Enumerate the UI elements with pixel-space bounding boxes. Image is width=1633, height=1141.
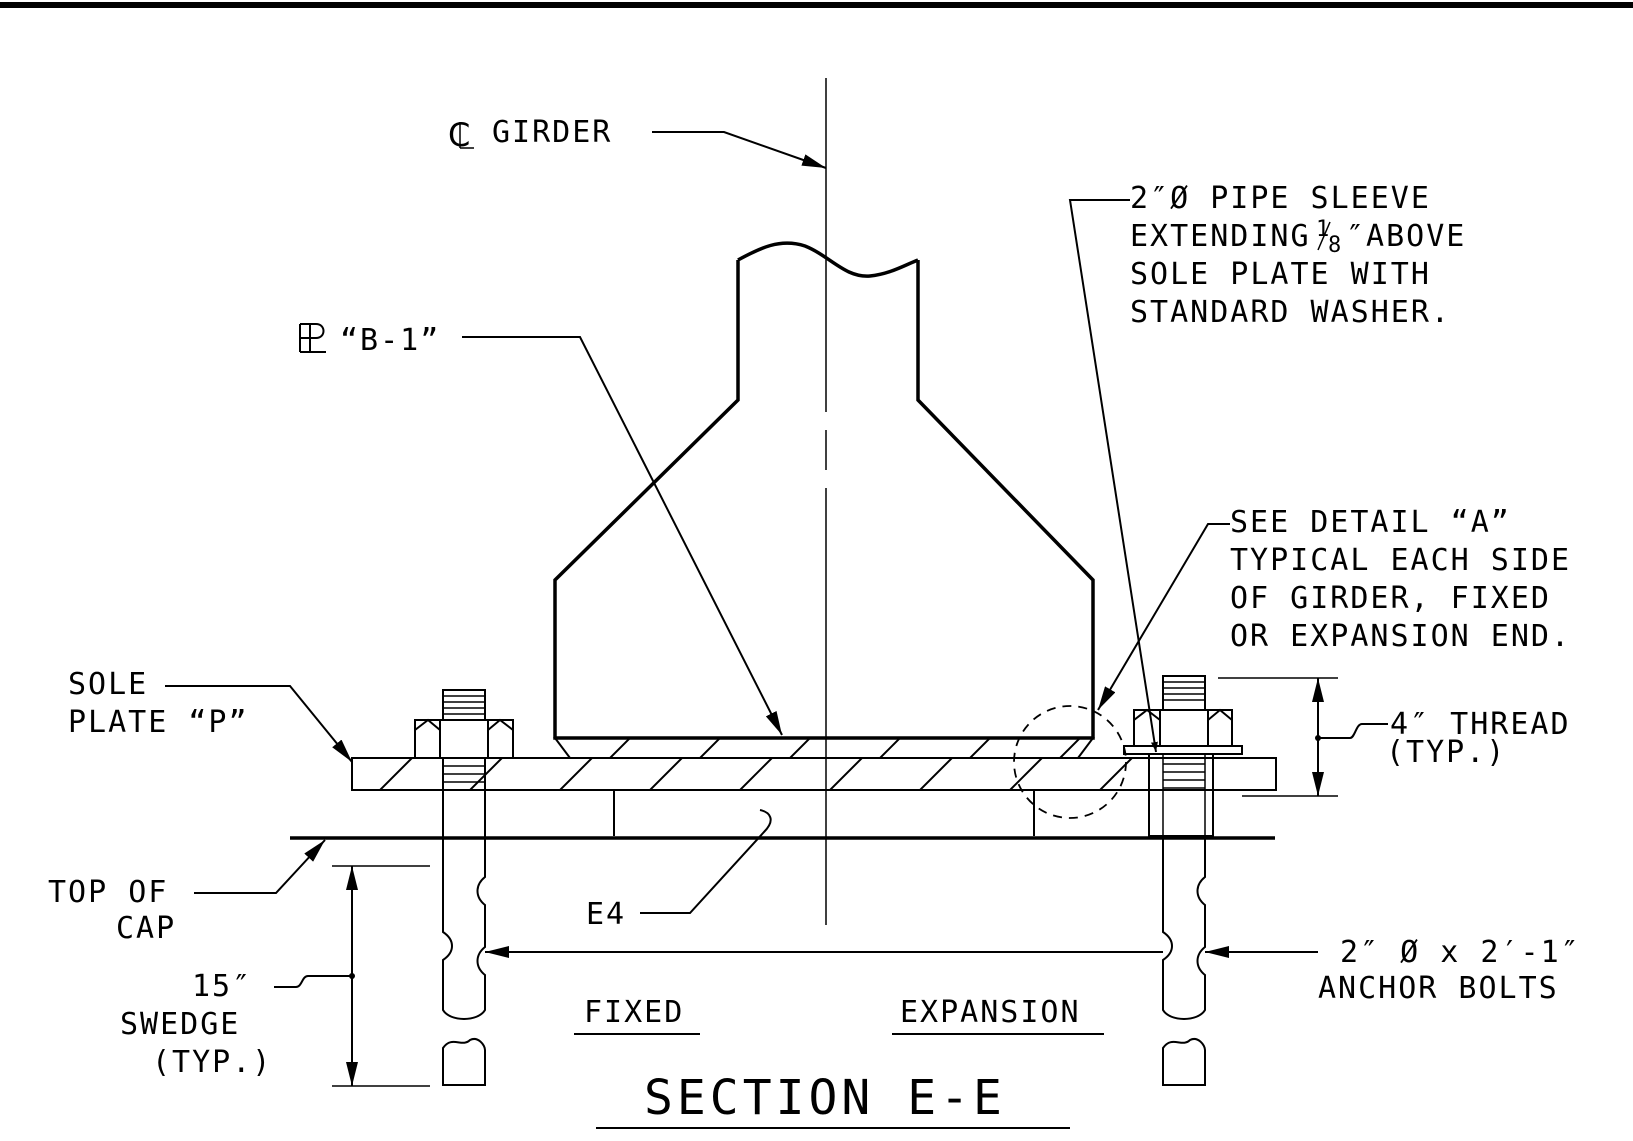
plate-symbol [299,323,326,353]
section-title: SECTION E-E [596,1070,1070,1129]
svg-text:CAP: CAP [116,911,176,946]
e4-leader [640,809,772,914]
anchor-bolt-left [414,689,514,1086]
svg-text:SECTION E-E: SECTION E-E [644,1070,1006,1126]
bearing-pad [613,790,1035,836]
svg-text:C: C [448,116,472,154]
svg-text:OR EXPANSION END.: OR EXPANSION END. [1230,619,1571,654]
detail-a-leader [1097,523,1230,711]
thread-dimension [1218,677,1388,797]
svg-text:EXPANSION: EXPANSION [900,995,1081,1030]
svg-text:1: 1 [1316,217,1331,242]
plate-b1-label: “B-1” [340,323,440,358]
svg-text:PLATE “P”: PLATE “P” [68,705,249,740]
svg-text:SOLE: SOLE [68,667,148,702]
top-of-cap-note: TOP OF CAP [48,875,176,946]
thread-note: 4″ THREAD (TYP.) [1386,707,1571,770]
detail-a-note: SEE DETAIL “A” TYPICAL EACH SIDE OF GIRD… [1230,505,1571,654]
svg-text:TOP OF: TOP OF [48,875,168,910]
svg-text:SOLE PLATE WITH: SOLE PLATE WITH [1130,257,1431,292]
svg-text:ANCHOR BOLTS: ANCHOR BOLTS [1318,971,1559,1006]
sole-plate [351,757,1277,791]
svg-text:SEE DETAIL “A”: SEE DETAIL “A” [1230,505,1511,540]
expansion-label: EXPANSION [892,995,1104,1035]
sole-plate-leader [165,685,353,763]
swedge-note: 15″ SWEDGE (TYP.) [120,969,272,1080]
girder-outline [553,241,1095,740]
detail-a-circle [1013,705,1127,819]
svg-text:″ABOVE: ″ABOVE [1346,219,1466,254]
pipe-sleeve-leader [1068,199,1158,753]
svg-text:(TYP.): (TYP.) [1386,735,1506,770]
anchor-bolt-right [1123,675,1243,1086]
svg-text:OF GIRDER, FIXED: OF GIRDER, FIXED [1230,581,1551,616]
svg-text:STANDARD WASHER.: STANDARD WASHER. [1130,295,1451,330]
bevel-plate [553,737,1095,759]
svg-text:2″Ø PIPE SLEEVE: 2″Ø PIPE SLEEVE [1130,181,1431,216]
pipe-sleeve-note: 2″Ø PIPE SLEEVE EXTENDING 1 8 ″ABOVE SOL… [1130,181,1466,330]
svg-text:EXTENDING: EXTENDING [1130,219,1311,254]
top-of-cap-leader [194,839,326,894]
e4-label: E4 [586,897,626,932]
swedge-dimension [274,865,430,1087]
svg-text:FIXED: FIXED [584,995,684,1030]
cl-girder-leader [652,131,827,169]
svg-text:8: 8 [1328,233,1343,258]
svg-text:SWEDGE: SWEDGE [120,1007,240,1042]
svg-text:2″ Ø x 2′-1″: 2″ Ø x 2′-1″ [1340,935,1581,970]
svg-text:4″ THREAD: 4″ THREAD [1390,707,1571,742]
sole-plate-note: SOLE PLATE “P” [68,667,249,740]
svg-text:15″: 15″ [192,969,252,1004]
centerline-symbol: C [448,116,474,154]
svg-text:TYPICAL EACH SIDE: TYPICAL EACH SIDE [1230,543,1571,578]
plate-b1-leader [462,336,783,736]
anchor-bolt-note: 2″ Ø x 2′-1″ ANCHOR BOLTS [1318,935,1581,1006]
cl-girder-label: GIRDER [492,115,612,150]
svg-text:(TYP.): (TYP.) [152,1045,272,1080]
fixed-label: FIXED [574,995,700,1035]
